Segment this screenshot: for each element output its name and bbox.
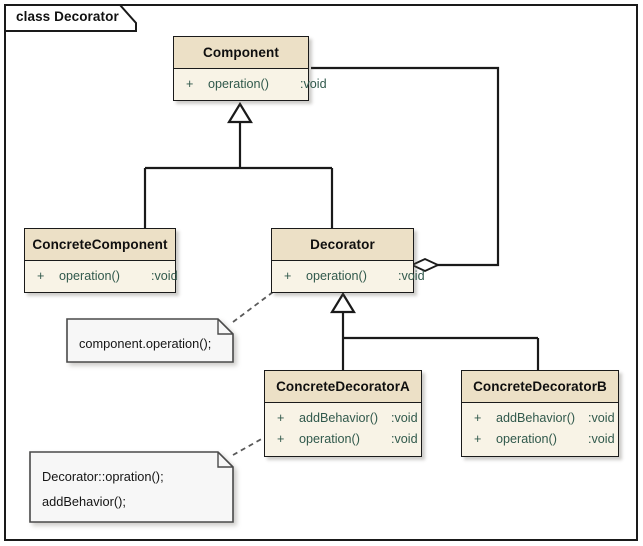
- note-shape: [29, 451, 234, 523]
- class-member: + addBehavior() :void: [462, 408, 618, 430]
- member-visibility: +: [186, 76, 194, 91]
- note-line: Decorator::opration();: [42, 469, 164, 484]
- diagram-title-label: class Decorator: [16, 9, 119, 24]
- class-members-decorator: + operation() :void: [272, 260, 425, 293]
- member-type: :void: [588, 432, 615, 447]
- class-name-concrete-decorator-a: ConcreteDecoratorA: [265, 371, 421, 403]
- class-member: + operation() :void: [265, 429, 421, 451]
- member-type: :void: [391, 432, 418, 447]
- member-type: :void: [300, 76, 327, 91]
- class-members-component: + operation() :void: [174, 68, 327, 101]
- note-decorator-operation[interactable]: component.operation();: [66, 318, 234, 363]
- member-visibility: +: [284, 268, 292, 283]
- diagram-title-tab: class Decorator: [4, 4, 137, 32]
- member-name: operation(): [208, 76, 269, 91]
- member-visibility: +: [474, 410, 482, 425]
- member-name: operation(): [496, 432, 557, 447]
- member-type: :void: [588, 410, 615, 425]
- member-name: operation(): [306, 268, 367, 283]
- title-tab-shape: [4, 4, 137, 32]
- member-type: :void: [398, 268, 425, 283]
- class-members-concrete-decorator-a: + addBehavior() :void + operation() :void: [265, 402, 421, 456]
- class-member: + operation() :void: [174, 74, 327, 96]
- member-visibility: +: [277, 432, 285, 447]
- class-box-decorator[interactable]: Decorator + operation() :void: [271, 228, 425, 294]
- note-line: component.operation();: [79, 336, 212, 351]
- note-line: addBehavior();: [42, 493, 126, 509]
- diagram-frame: [4, 4, 638, 541]
- member-name: addBehavior(): [496, 410, 576, 425]
- member-type: :void: [391, 410, 418, 425]
- class-name-component: Component: [174, 37, 308, 69]
- class-members-concrete-decorator-b: + addBehavior() :void + operation() :void: [462, 402, 618, 456]
- class-name-decorator: Decorator: [272, 229, 413, 261]
- class-name-concrete-decorator-b: ConcreteDecoratorB: [462, 371, 618, 403]
- note-body: Decorator::opration(); addBehavior();: [29, 451, 234, 525]
- member-name: operation(): [299, 432, 360, 447]
- class-name-concrete-component: ConcreteComponent: [25, 229, 175, 261]
- class-box-concrete-component[interactable]: ConcreteComponent + operation() :void: [24, 228, 178, 294]
- member-visibility: +: [474, 432, 482, 447]
- member-name: operation(): [59, 268, 120, 283]
- class-member: + operation() :void: [462, 429, 618, 451]
- class-member: + operation() :void: [25, 266, 178, 288]
- member-visibility: +: [37, 268, 45, 283]
- member-name: addBehavior(): [299, 410, 379, 425]
- class-member: + addBehavior() :void: [265, 408, 421, 430]
- member-type: :void: [151, 268, 178, 283]
- class-box-concrete-decorator-b[interactable]: ConcreteDecoratorB + addBehavior() :void +…: [461, 370, 619, 457]
- class-members-concrete-component: + operation() :void: [25, 260, 178, 293]
- class-member: + operation() :void: [272, 266, 425, 288]
- note-shape: [66, 318, 234, 363]
- note-body: component.operation();: [66, 318, 234, 367]
- class-box-component[interactable]: Component + operation() :void: [173, 36, 327, 102]
- class-box-concrete-decorator-a[interactable]: ConcreteDecoratorA + addBehavior() :void +…: [264, 370, 422, 457]
- note-concrete-decorator-a-operation[interactable]: Decorator::opration(); addBehavior();: [29, 451, 234, 523]
- member-visibility: +: [277, 410, 285, 425]
